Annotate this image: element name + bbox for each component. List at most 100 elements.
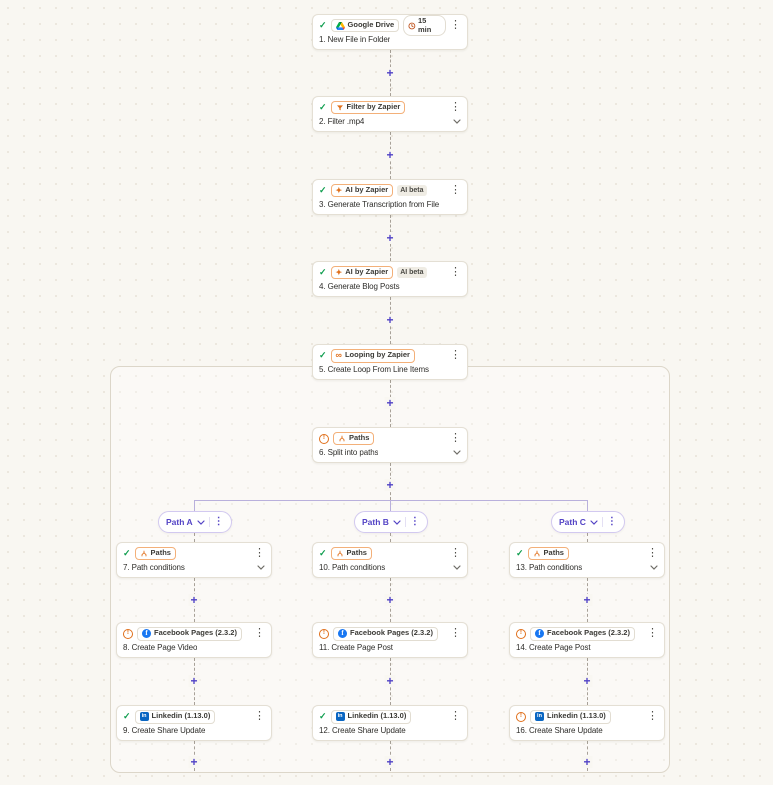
warning-icon: !: [123, 628, 133, 639]
card-header-row: ✓ Paths ⋮: [516, 546, 658, 561]
success-check-icon: ✓: [319, 548, 327, 558]
step-card-5[interactable]: ✓ ∞ Looping by Zapier ⋮ 5. Create Loop F…: [312, 344, 468, 380]
step-title: 11. Create Page Post: [319, 643, 393, 652]
chevron-down-icon[interactable]: [650, 565, 658, 570]
chevron-down-icon[interactable]: [453, 119, 461, 124]
path-menu-button[interactable]: ⋮: [409, 516, 420, 527]
chevron-down-icon[interactable]: [257, 565, 265, 570]
path-menu-button[interactable]: ⋮: [606, 516, 617, 527]
facebook-icon: f: [535, 629, 544, 638]
step-menu-button[interactable]: ⋮: [254, 710, 265, 722]
app-badge-ai: ✦ AI by Zapier: [330, 183, 394, 198]
add-step-button[interactable]: +: [384, 148, 396, 162]
step-title: 2. Filter .mp4: [319, 117, 365, 126]
add-step-button[interactable]: +: [188, 755, 200, 769]
success-check-icon: ✓: [123, 711, 131, 721]
step-card-10[interactable]: ✓ Paths ⋮ 10. Path conditions: [312, 542, 468, 578]
app-badge-label: AI by Zapier: [345, 267, 389, 277]
path-menu-button[interactable]: ⋮: [213, 516, 224, 527]
step-card-8[interactable]: ! f Facebook Pages (2.3.2) ⋮ 8. Create P…: [116, 622, 272, 658]
app-badge-label: Paths: [150, 548, 171, 558]
delay-badge: 15 min: [403, 15, 446, 36]
step-card-11[interactable]: ! f Facebook Pages (2.3.2) ⋮ 11. Create …: [312, 622, 468, 658]
app-badge-linkedin: in Linkedin (1.13.0): [134, 709, 216, 724]
card-header-row: ✓ Filter by Zapier ⋮: [319, 100, 461, 115]
add-step-button[interactable]: +: [384, 396, 396, 410]
path-c-pill[interactable]: Path C ⋮: [551, 511, 625, 533]
step-title: 6. Split into paths: [319, 448, 379, 457]
step-card-2[interactable]: ✓ Filter by Zapier ⋮ 2. Filter .mp4: [312, 96, 468, 132]
step-card-4[interactable]: ✓ ✦ AI by Zapier AI beta ⋮ 4. Generate B…: [312, 261, 468, 297]
step-card-6[interactable]: ! Paths ⋮ 6. Split into paths: [312, 427, 468, 463]
app-badge-label: AI by Zapier: [345, 185, 389, 195]
step-card-7[interactable]: ✓ Paths ⋮ 7. Path conditions: [116, 542, 272, 578]
step-card-13[interactable]: ✓ Paths ⋮ 13. Path conditions: [509, 542, 665, 578]
step-menu-button[interactable]: ⋮: [450, 547, 461, 559]
warning-icon: !: [516, 711, 526, 722]
warning-icon: !: [319, 433, 329, 444]
step-card-1[interactable]: ✓ Google Drive 15 min ⋮ 1. New File in F…: [312, 14, 468, 50]
app-badge-label: Facebook Pages (2.3.2): [154, 628, 237, 638]
step-menu-button[interactable]: ⋮: [450, 184, 461, 196]
branch-line: [194, 500, 195, 511]
google-drive-icon: [335, 21, 345, 30]
step-menu-button[interactable]: ⋮: [647, 627, 658, 639]
step-title: 8. Create Page Video: [123, 643, 198, 652]
step-title: 3. Generate Transcription from File: [319, 200, 440, 209]
chevron-down-icon[interactable]: [453, 565, 461, 570]
add-step-button[interactable]: +: [384, 66, 396, 80]
sparkle-icon: ✦: [335, 267, 343, 277]
step-menu-button[interactable]: ⋮: [450, 432, 461, 444]
add-step-button[interactable]: +: [581, 755, 593, 769]
add-step-button[interactable]: +: [188, 674, 200, 688]
step-card-3[interactable]: ✓ ✦ AI by Zapier AI beta ⋮ 3. Generate T…: [312, 179, 468, 215]
chevron-down-icon[interactable]: [393, 519, 401, 525]
warning-icon: !: [516, 628, 526, 639]
step-menu-button[interactable]: ⋮: [450, 101, 461, 113]
step-menu-button[interactable]: ⋮: [647, 547, 658, 559]
step-card-12[interactable]: ✓ in Linkedin (1.13.0) ⋮ 12. Create Shar…: [312, 705, 468, 741]
add-step-button[interactable]: +: [188, 593, 200, 607]
step-title: 5. Create Loop From Line Items: [319, 365, 429, 374]
card-header-row: ! f Facebook Pages (2.3.2) ⋮: [123, 626, 265, 641]
infinity-icon: ∞: [335, 350, 342, 360]
step-menu-button[interactable]: ⋮: [450, 266, 461, 278]
step-menu-button[interactable]: ⋮: [647, 710, 658, 722]
app-badge-linkedin: in Linkedin (1.13.0): [530, 709, 611, 724]
add-step-button[interactable]: +: [581, 674, 593, 688]
add-step-button[interactable]: +: [384, 313, 396, 327]
add-step-button[interactable]: +: [581, 593, 593, 607]
add-step-button[interactable]: +: [384, 674, 396, 688]
success-check-icon: ✓: [319, 267, 327, 277]
step-menu-button[interactable]: ⋮: [450, 627, 461, 639]
step-menu-button[interactable]: ⋮: [254, 547, 265, 559]
add-step-button[interactable]: +: [384, 755, 396, 769]
card-header-row: ! in Linkedin (1.13.0) ⋮: [516, 709, 658, 724]
add-step-button[interactable]: +: [384, 231, 396, 245]
chevron-down-icon[interactable]: [453, 450, 461, 455]
chevron-down-icon[interactable]: [197, 519, 205, 525]
app-badge-google-drive: Google Drive: [330, 18, 400, 33]
step-title: 16. Create Share Update: [516, 726, 603, 735]
app-badge-label: Facebook Pages (2.3.2): [547, 628, 630, 638]
card-header-row: ✓ ∞ Looping by Zapier ⋮: [319, 348, 461, 363]
step-card-16[interactable]: ! in Linkedin (1.13.0) ⋮ 16. Create Shar…: [509, 705, 665, 741]
app-badge-paths: Paths: [527, 546, 569, 561]
step-menu-button[interactable]: ⋮: [450, 349, 461, 361]
app-badge-label: Linkedin (1.13.0): [347, 711, 407, 721]
add-step-button[interactable]: +: [384, 478, 396, 492]
step-card-9[interactable]: ✓ in Linkedin (1.13.0) ⋮ 9. Create Share…: [116, 705, 272, 741]
chevron-down-icon[interactable]: [590, 519, 598, 525]
step-menu-button[interactable]: ⋮: [450, 19, 461, 31]
card-header-row: ✓ Google Drive 15 min ⋮: [319, 15, 461, 36]
linkedin-icon: in: [535, 712, 544, 721]
path-b-pill[interactable]: Path B ⋮: [354, 511, 428, 533]
facebook-icon: f: [142, 629, 151, 638]
step-menu-button[interactable]: ⋮: [254, 627, 265, 639]
step-menu-button[interactable]: ⋮: [450, 710, 461, 722]
path-a-pill[interactable]: Path A ⋮: [158, 511, 232, 533]
add-step-button[interactable]: +: [384, 593, 396, 607]
step-card-14[interactable]: ! f Facebook Pages (2.3.2) ⋮ 14. Create …: [509, 622, 665, 658]
app-badge-label: Google Drive: [347, 20, 395, 30]
app-badge-facebook-pages: f Facebook Pages (2.3.2): [137, 626, 242, 641]
